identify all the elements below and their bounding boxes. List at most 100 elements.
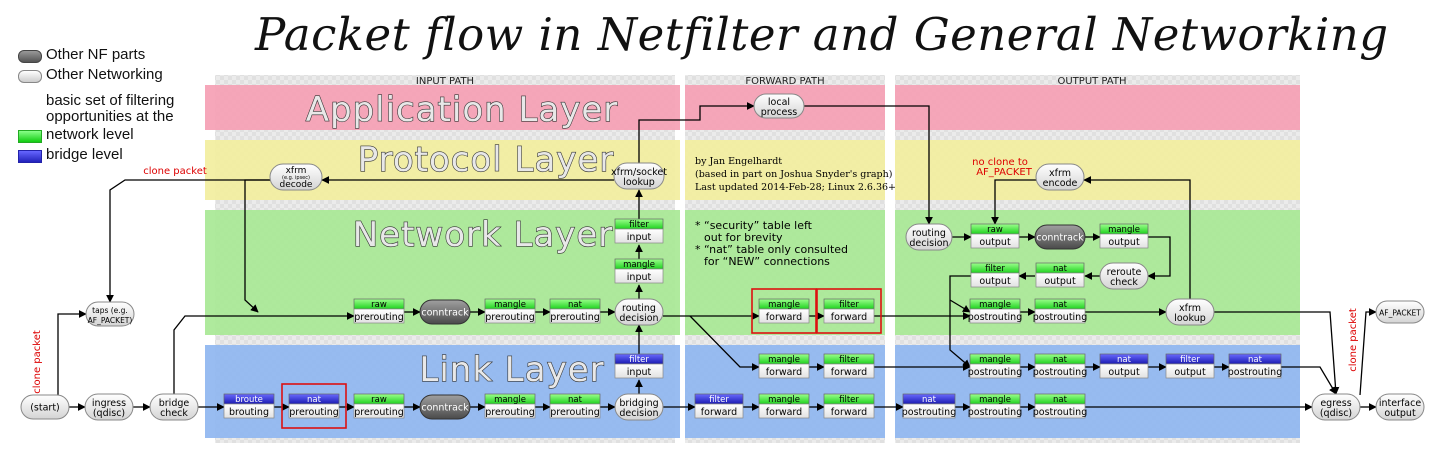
table-filter-input-net: filter input: [614, 218, 664, 244]
svg-text:postrouting: postrouting: [1033, 407, 1087, 418]
svg-text:bridge: bridge: [159, 398, 190, 409]
credits-line3: Last updated 2014-Feb-28; Linux 2.6.36+: [695, 182, 896, 193]
svg-text:xfrm/socket: xfrm/socket: [611, 167, 667, 178]
svg-text:lookup: lookup: [623, 177, 655, 188]
svg-text:prerouting: prerouting: [485, 312, 535, 323]
svg-text:process: process: [761, 107, 798, 118]
svg-text:prerouting: prerouting: [550, 312, 600, 323]
svg-text:input: input: [627, 232, 652, 243]
clone-packet-right-label: clone packet: [1348, 308, 1359, 372]
layer-title-link: Link Layer: [419, 350, 604, 390]
legend-network-swatch: [18, 130, 42, 143]
svg-text:postrouting: postrouting: [1033, 312, 1087, 323]
table-raw-output-net: raw output: [970, 223, 1020, 249]
path-header-output: OUTPUT PATH: [1057, 76, 1126, 87]
layer-band-link: [205, 345, 680, 438]
svg-text:filter: filter: [1180, 355, 1200, 365]
svg-text:prerouting: prerouting: [354, 407, 404, 418]
flow-edge: [106, 179, 270, 303]
svg-text:raw: raw: [371, 300, 387, 310]
credits-line2: (based in part on Joshua Snyder's graph): [695, 169, 892, 180]
table-mangle-postrouting-link2: mangle postrouting: [968, 353, 1022, 379]
svg-text:mangle: mangle: [494, 300, 526, 310]
path-header-forward: FORWARD PATH: [745, 76, 824, 87]
svg-text:forward: forward: [831, 312, 867, 323]
svg-text:brouting: brouting: [229, 407, 269, 418]
svg-text:conntrack: conntrack: [1036, 233, 1084, 244]
svg-text:(qdisc): (qdisc): [93, 408, 125, 419]
svg-text:prerouting: prerouting: [289, 407, 339, 418]
svg-text:postrouting: postrouting: [1033, 367, 1087, 378]
svg-text:nat: nat: [307, 395, 322, 405]
svg-text:ingress: ingress: [92, 398, 126, 409]
svg-text:mangle: mangle: [1108, 225, 1140, 235]
node-start: (start): [20, 394, 70, 420]
svg-text:mangle: mangle: [979, 355, 1011, 365]
svg-text:raw: raw: [371, 395, 387, 405]
clone-packet-left-label: clone packet: [32, 330, 43, 394]
flow-edge: [1083, 176, 1191, 299]
svg-text:mangle: mangle: [979, 395, 1011, 405]
flow-edge: [638, 102, 755, 163]
svg-text:postrouting: postrouting: [1228, 367, 1282, 378]
notes-line3: * “nat” table only consulted: [695, 243, 848, 256]
svg-text:nat: nat: [922, 395, 937, 405]
node-af-packet-out: AF_PACKET: [1375, 300, 1425, 324]
svg-text:nat: nat: [568, 300, 583, 310]
svg-text:mangle: mangle: [768, 395, 800, 405]
svg-text:raw: raw: [987, 225, 1003, 235]
svg-text:mangle: mangle: [768, 355, 800, 365]
flow-edge: [991, 179, 1036, 225]
svg-text:input: input: [627, 272, 652, 283]
flow-edge: [1281, 366, 1337, 395]
svg-text:output: output: [1108, 367, 1140, 378]
svg-text:postrouting: postrouting: [968, 367, 1022, 378]
svg-text:conntrack: conntrack: [421, 403, 469, 414]
svg-text:output: output: [1174, 367, 1206, 378]
svg-text:mangle: mangle: [979, 300, 1011, 310]
svg-text:conntrack: conntrack: [421, 308, 469, 319]
layer-band-network: [895, 210, 1300, 335]
legend-bridge-swatch: [18, 150, 42, 163]
flow-edge: [1147, 236, 1171, 280]
svg-text:prerouting: prerouting: [485, 407, 535, 418]
svg-text:output: output: [979, 237, 1011, 248]
svg-text:mangle: mangle: [494, 395, 526, 405]
legend-other-swatch: [18, 70, 42, 83]
layer-band-protocol: [685, 140, 885, 200]
svg-text:lookup: lookup: [1174, 313, 1206, 324]
flow-edge: [173, 312, 355, 394]
svg-text:decision: decision: [619, 408, 658, 419]
flow-edge: [949, 275, 971, 368]
svg-text:encode: encode: [1043, 178, 1078, 189]
notes-line2: out for brevity: [704, 231, 783, 244]
svg-text:filter: filter: [839, 355, 859, 365]
svg-text:routing: routing: [622, 303, 656, 314]
notes-line1: * “security” table left: [695, 219, 813, 232]
layer-band-protocol: [895, 140, 1300, 200]
legend-nf-label: Other NF parts: [46, 46, 146, 63]
svg-text:filter: filter: [629, 220, 649, 230]
table-broute-brouting: broute brouting: [223, 393, 275, 419]
svg-text:nat: nat: [1053, 264, 1068, 274]
layer-band-application: [895, 85, 1300, 130]
svg-text:forward: forward: [701, 407, 737, 418]
svg-text:nat: nat: [1117, 355, 1132, 365]
svg-text:output: output: [979, 276, 1011, 287]
svg-text:broute: broute: [235, 395, 263, 405]
svg-text:filter: filter: [839, 395, 859, 405]
